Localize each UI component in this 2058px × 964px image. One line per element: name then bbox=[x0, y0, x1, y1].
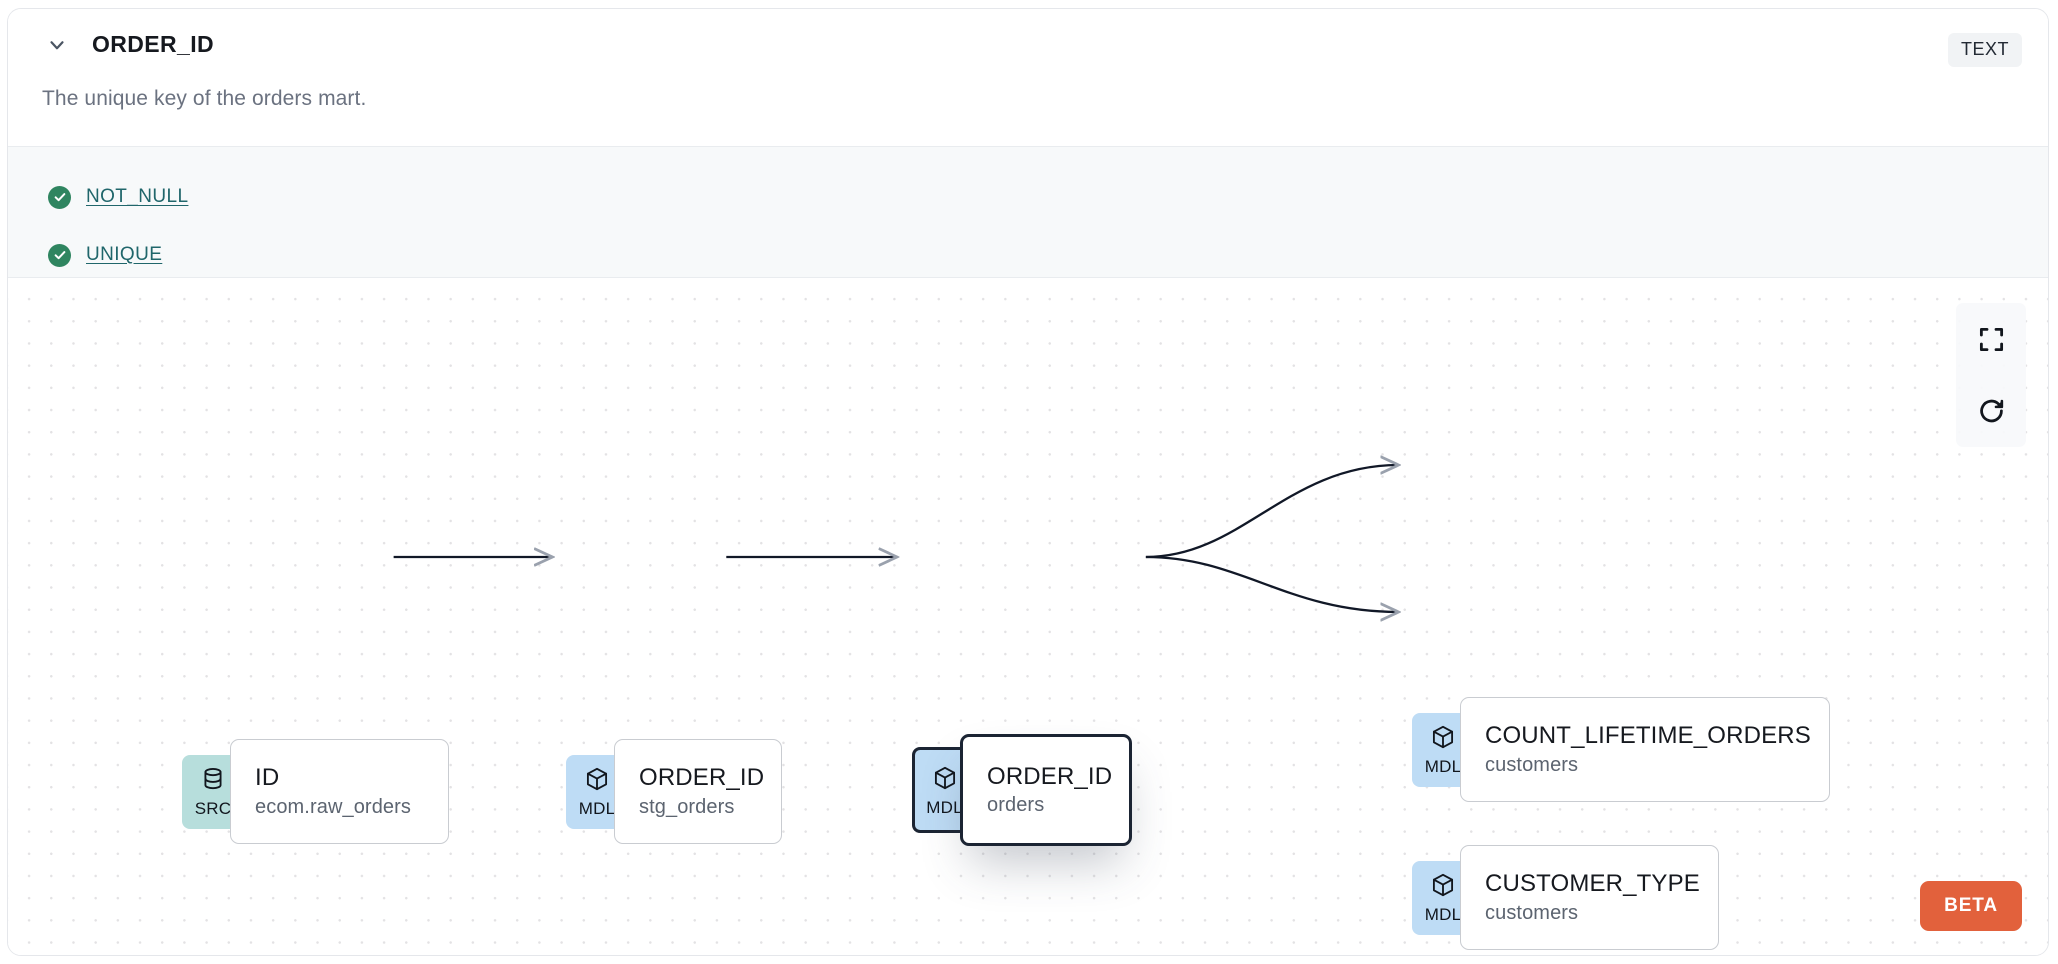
node-parent-name: stg_orders bbox=[639, 795, 735, 818]
test-link-unique[interactable]: UNIQUE bbox=[86, 244, 163, 265]
fit-view-icon[interactable] bbox=[1956, 303, 2026, 375]
node-badge-label: SRC bbox=[194, 799, 232, 818]
lineage-node-customer-type[interactable]: MDL CUSTOMER_TYPE customers bbox=[1412, 845, 1719, 950]
node-parent-name: customers bbox=[1485, 901, 1579, 924]
cube-icon bbox=[584, 766, 610, 797]
column-detail-card: ORDER_ID TEXT The unique key of the orde… bbox=[7, 8, 2049, 956]
node-column-name: ORDER_ID bbox=[639, 764, 765, 792]
lineage-node-orders-selected[interactable]: MDL ORDER_ID orders bbox=[912, 734, 1132, 846]
cube-icon bbox=[1430, 724, 1456, 755]
lineage-edges bbox=[393, 279, 2048, 956]
cube-icon bbox=[1430, 872, 1456, 903]
node-column-name: COUNT_LIFETIME_ORDERS bbox=[1485, 722, 1811, 750]
edge-orders-to-customer-type bbox=[1145, 555, 1399, 612]
node-parent-name: orders bbox=[987, 794, 1045, 817]
node-parent-name: ecom.raw_orders bbox=[255, 795, 412, 818]
node-body: CUSTOMER_TYPE customers bbox=[1460, 845, 1719, 950]
node-body: COUNT_LIFETIME_ORDERS customers bbox=[1460, 697, 1830, 802]
node-badge-label: MDL bbox=[926, 797, 963, 817]
node-badge-label: MDL bbox=[578, 799, 616, 818]
test-row: NOT_NULL bbox=[48, 168, 2048, 226]
column-description: The unique key of the orders mart. bbox=[42, 87, 367, 110]
test-link-not-null[interactable]: NOT_NULL bbox=[86, 186, 189, 207]
node-column-name: ORDER_ID bbox=[987, 762, 1113, 790]
data-type-badge: TEXT bbox=[1947, 33, 2022, 67]
node-badge-label: MDL bbox=[1424, 757, 1462, 776]
lineage-node-count-lifetime-orders[interactable]: MDL COUNT_LIFETIME_ORDERS customers bbox=[1412, 697, 1830, 802]
database-icon bbox=[200, 766, 226, 797]
beta-badge[interactable]: BETA bbox=[1920, 881, 2022, 931]
card-header: ORDER_ID TEXT The unique key of the orde… bbox=[8, 9, 2048, 110]
tests-section: NOT_NULL UNIQUE bbox=[8, 146, 2048, 278]
chevron-down-icon[interactable] bbox=[44, 32, 70, 58]
canvas-controls bbox=[1956, 303, 2026, 447]
node-badge-label: MDL bbox=[1424, 905, 1462, 924]
lineage-node-source[interactable]: SRC ID ecom.raw_orders bbox=[182, 739, 449, 844]
node-column-name: ID bbox=[255, 764, 280, 792]
refresh-icon[interactable] bbox=[1956, 375, 2026, 447]
test-row: UNIQUE bbox=[48, 226, 2048, 284]
edge-orders-to-count bbox=[1145, 465, 1399, 559]
node-body: ORDER_ID stg_orders bbox=[614, 739, 782, 844]
title-row: ORDER_ID bbox=[44, 31, 214, 58]
cube-icon bbox=[932, 765, 958, 796]
lineage-node-stg-orders[interactable]: MDL ORDER_ID stg_orders bbox=[566, 739, 782, 844]
page-title: ORDER_ID bbox=[92, 31, 215, 57]
check-circle-icon bbox=[48, 185, 71, 209]
node-parent-name: customers bbox=[1485, 753, 1579, 776]
node-column-name: CUSTOMER_TYPE bbox=[1485, 870, 1700, 898]
node-body: ID ecom.raw_orders bbox=[230, 739, 449, 844]
node-body: ORDER_ID orders bbox=[960, 734, 1132, 846]
check-circle-icon bbox=[48, 243, 71, 267]
lineage-canvas[interactable]: SRC ID ecom.raw_orders bbox=[8, 279, 2048, 956]
